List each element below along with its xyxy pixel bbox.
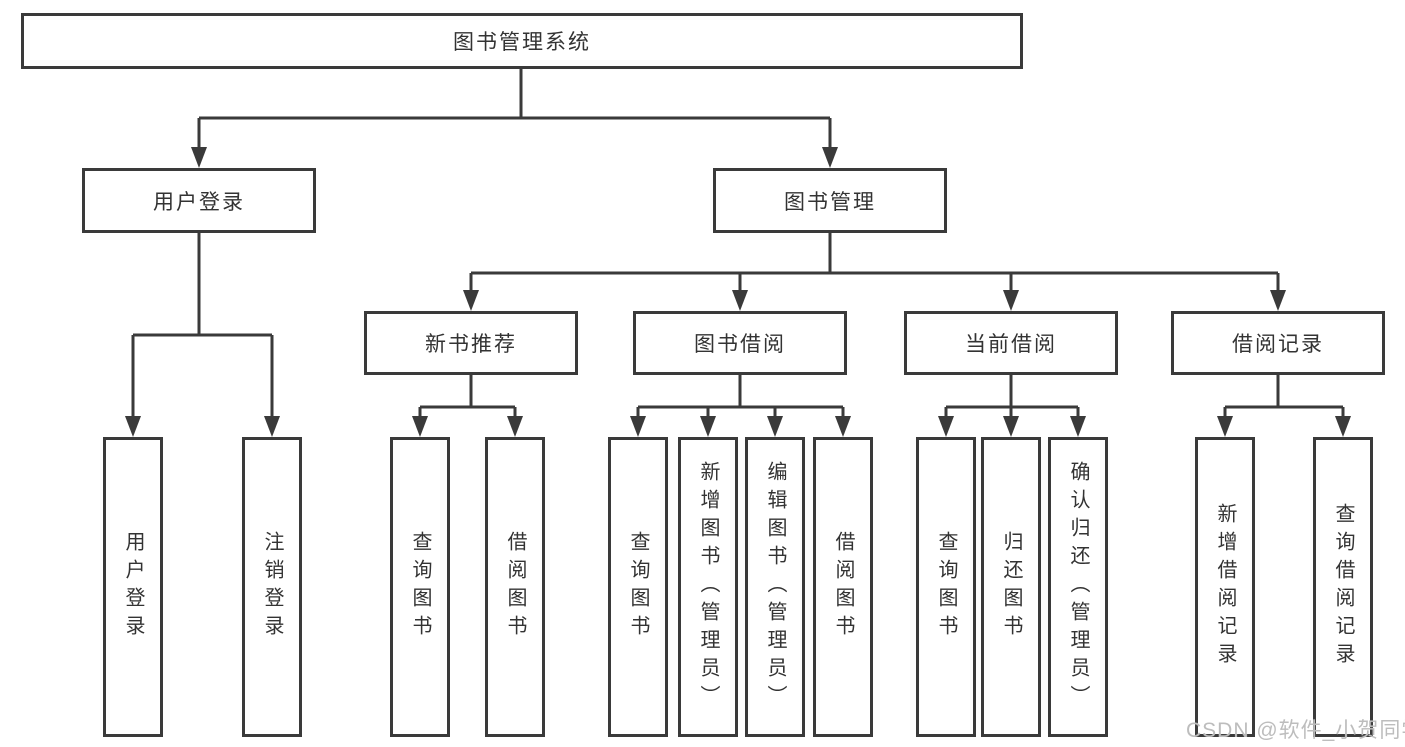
- edge-userlogin-to-leaves: [131, 233, 274, 418]
- node-book-borrow: 图书借阅: [633, 311, 847, 375]
- node-book-management: 图书管理: [713, 168, 947, 233]
- leaf-borrow-book: 借阅图书: [813, 437, 873, 737]
- leaf-label: 用户登录: [122, 531, 144, 643]
- leaf-current-query-book: 查询图书: [916, 437, 976, 737]
- leaf-recommend-query-book: 查询图书: [390, 437, 450, 737]
- edge-borrowrecord-to-leaves: [1223, 375, 1345, 418]
- node-borrow-record: 借阅记录: [1171, 311, 1385, 375]
- leaf-recommend-borrow-book: 借阅图书: [485, 437, 545, 737]
- node-root-system: 图书管理系统: [21, 13, 1023, 69]
- leaf-label: 编辑图书（管理员）: [764, 461, 786, 713]
- leaf-label: 新增图书（管理员）: [697, 461, 719, 713]
- edge-bookborrow-to-leaves: [636, 375, 845, 418]
- leaf-label: 查询借阅记录: [1332, 503, 1354, 671]
- edge-newbook-to-leaves: [418, 375, 517, 418]
- leaf-label: 借阅图书: [504, 531, 526, 643]
- leaf-edit-book-admin: 编辑图书（管理员）: [745, 437, 805, 737]
- node-current-borrow: 当前借阅: [904, 311, 1118, 375]
- leaf-borrow-query-book: 查询图书: [608, 437, 668, 737]
- edge-bookmgmt-to-level3: [469, 233, 1280, 292]
- leaf-label: 借阅图书: [832, 531, 854, 643]
- node-new-book-recommend: 新书推荐: [364, 311, 578, 375]
- leaf-label: 注销登录: [261, 531, 283, 643]
- leaf-user-login: 用户登录: [103, 437, 163, 737]
- csdn-watermark: CSDN @软件_小贺同学: [1186, 719, 1405, 742]
- leaf-label: 确认归还（管理员）: [1067, 461, 1089, 713]
- leaf-confirm-return-admin: 确认归还（管理员）: [1048, 437, 1108, 737]
- leaf-query-borrow-record: 查询借阅记录: [1313, 437, 1373, 737]
- leaf-label: 新增借阅记录: [1214, 503, 1236, 671]
- edge-root-to-level2: [197, 69, 832, 149]
- leaf-add-book-admin: 新增图书（管理员）: [678, 437, 738, 737]
- leaf-label: 查询图书: [935, 531, 957, 643]
- leaf-label: 查询图书: [627, 531, 649, 643]
- leaf-logout: 注销登录: [242, 437, 302, 737]
- leaf-add-borrow-record: 新增借阅记录: [1195, 437, 1255, 737]
- leaf-return-book: 归还图书: [981, 437, 1041, 737]
- node-user-login: 用户登录: [82, 168, 316, 233]
- edge-currentborrow-to-leaves: [944, 375, 1080, 418]
- leaf-label: 归还图书: [1000, 531, 1022, 643]
- leaf-label: 查询图书: [409, 531, 431, 643]
